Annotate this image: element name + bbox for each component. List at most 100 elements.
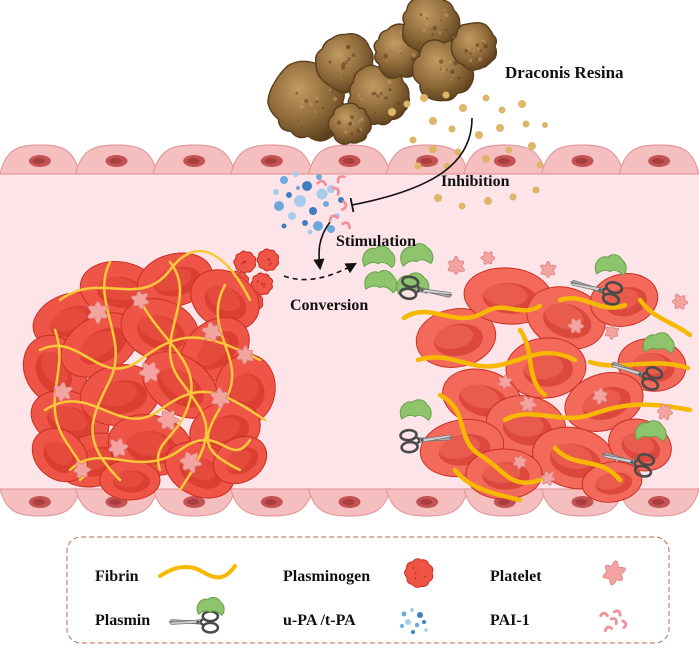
cell-nucleus-core (264, 158, 277, 164)
resina-particle (420, 94, 428, 102)
resin-texture-speck (450, 78, 453, 81)
cell-nucleus-core (652, 499, 665, 505)
resin-texture-speck (356, 119, 361, 125)
upa-tpa-molecule (422, 620, 426, 624)
platelet (592, 387, 608, 405)
plasmin (399, 399, 432, 421)
plasminogen-speck (266, 257, 270, 260)
resin-texture-speck (422, 29, 426, 33)
plasminogen (233, 250, 257, 274)
upa-tpa-molecule (273, 189, 279, 195)
plasminogen-speck (263, 282, 266, 286)
resin-texture-speck (411, 53, 416, 58)
resina-particle (388, 108, 396, 116)
legend-label-pai1: PAI-1 (490, 612, 530, 629)
resin-texture-speck (339, 68, 342, 71)
resina-particle (454, 148, 462, 156)
platelet (671, 293, 689, 310)
resin-texture-speck (378, 87, 383, 92)
rbc-center-highlight (483, 283, 528, 306)
resina-particle (475, 131, 483, 139)
cell-nucleus-core (109, 499, 122, 505)
resin-texture-speck (476, 47, 480, 51)
cell-nucleus-core (32, 499, 45, 505)
pai1-fragment (316, 179, 327, 187)
resin-texture-speck (375, 90, 380, 95)
resin-texture-speck (383, 53, 389, 59)
cell-nucleus-core (187, 499, 200, 505)
scissors-handle (636, 453, 656, 467)
resin-texture-speck (388, 88, 392, 92)
upa-tpa-molecule (302, 220, 308, 226)
red-blood-cell (581, 461, 643, 503)
scissors-icon (398, 275, 453, 301)
scissors-pivot (598, 288, 602, 292)
platelet (73, 461, 92, 479)
cell-nucleus-core (497, 158, 510, 164)
resin-texture-speck (371, 92, 375, 96)
cell-nucleus-core (420, 499, 433, 505)
upa-tpa-molecule (327, 225, 335, 233)
cell-nucleus-core (187, 158, 200, 164)
rbc-center-highlight (207, 284, 241, 312)
rbc-center-highlight (433, 325, 474, 350)
scissors-pivot (196, 620, 200, 624)
resina-particle (482, 94, 490, 102)
resin-texture-speck (445, 28, 448, 32)
stimulation-label: Stimulation (336, 233, 416, 250)
resin-texture-speck (399, 31, 403, 35)
stimulation-arrow (313, 221, 331, 271)
rbc-center-highlight (460, 384, 500, 409)
platelet (201, 321, 223, 343)
inhibition-line (351, 117, 473, 206)
plasminogen-speck (256, 280, 259, 283)
resina-particle (498, 106, 506, 114)
cell-nucleus-core (32, 158, 45, 164)
resin-texture-speck (451, 71, 454, 74)
inhibition-bar (349, 197, 355, 213)
upa-tpa-molecule (280, 176, 288, 184)
platelet-icon (602, 560, 626, 586)
scissors-shank (414, 283, 421, 295)
resin-texture-speck (315, 100, 319, 104)
resin-texture-speck (387, 53, 390, 56)
resin-texture-speck (469, 52, 472, 55)
upa-tpa-molecule (405, 619, 411, 625)
upa-tpa-molecule (313, 221, 323, 231)
resin-texture-speck (396, 101, 401, 106)
plasmin (196, 596, 225, 616)
upa-tpa-molecule (286, 192, 292, 198)
upa-tpa-molecule (323, 201, 329, 207)
scissors-handle (645, 366, 664, 380)
plasmin (594, 254, 627, 276)
platelet (210, 387, 231, 409)
upa-tpa-molecule (417, 612, 423, 618)
plasminogen (256, 248, 280, 272)
resin-texture-speck (315, 96, 319, 101)
rbc-center-highlight (46, 440, 73, 466)
scissors-pivot (420, 438, 424, 442)
resina-particle (509, 193, 517, 201)
resina-particle (522, 120, 530, 128)
resin-texture-speck (425, 22, 429, 27)
upa-tpa-dots-icon (400, 608, 428, 634)
platelet (480, 251, 496, 265)
upa-tpa-molecule (302, 181, 312, 191)
scissors-icon (399, 428, 453, 454)
resin-texture-speck (351, 122, 355, 126)
resin-chunk-body (450, 22, 498, 71)
platelet (602, 560, 626, 586)
resina-particle (434, 194, 442, 202)
scissors-shank (199, 617, 205, 627)
pai1-fragment (612, 609, 622, 617)
resin-texture-speck (428, 21, 431, 24)
platelet (87, 301, 108, 325)
plasminogen-speck (262, 285, 265, 288)
plasminogen-speck (414, 577, 417, 580)
resin-texture-speck (390, 42, 393, 46)
fibrin-strand (587, 359, 691, 371)
upa-tpa-molecule (293, 171, 299, 177)
plasminogen-icon (404, 558, 434, 588)
plasmin (642, 332, 675, 354)
resin-texture-speck (385, 59, 388, 62)
